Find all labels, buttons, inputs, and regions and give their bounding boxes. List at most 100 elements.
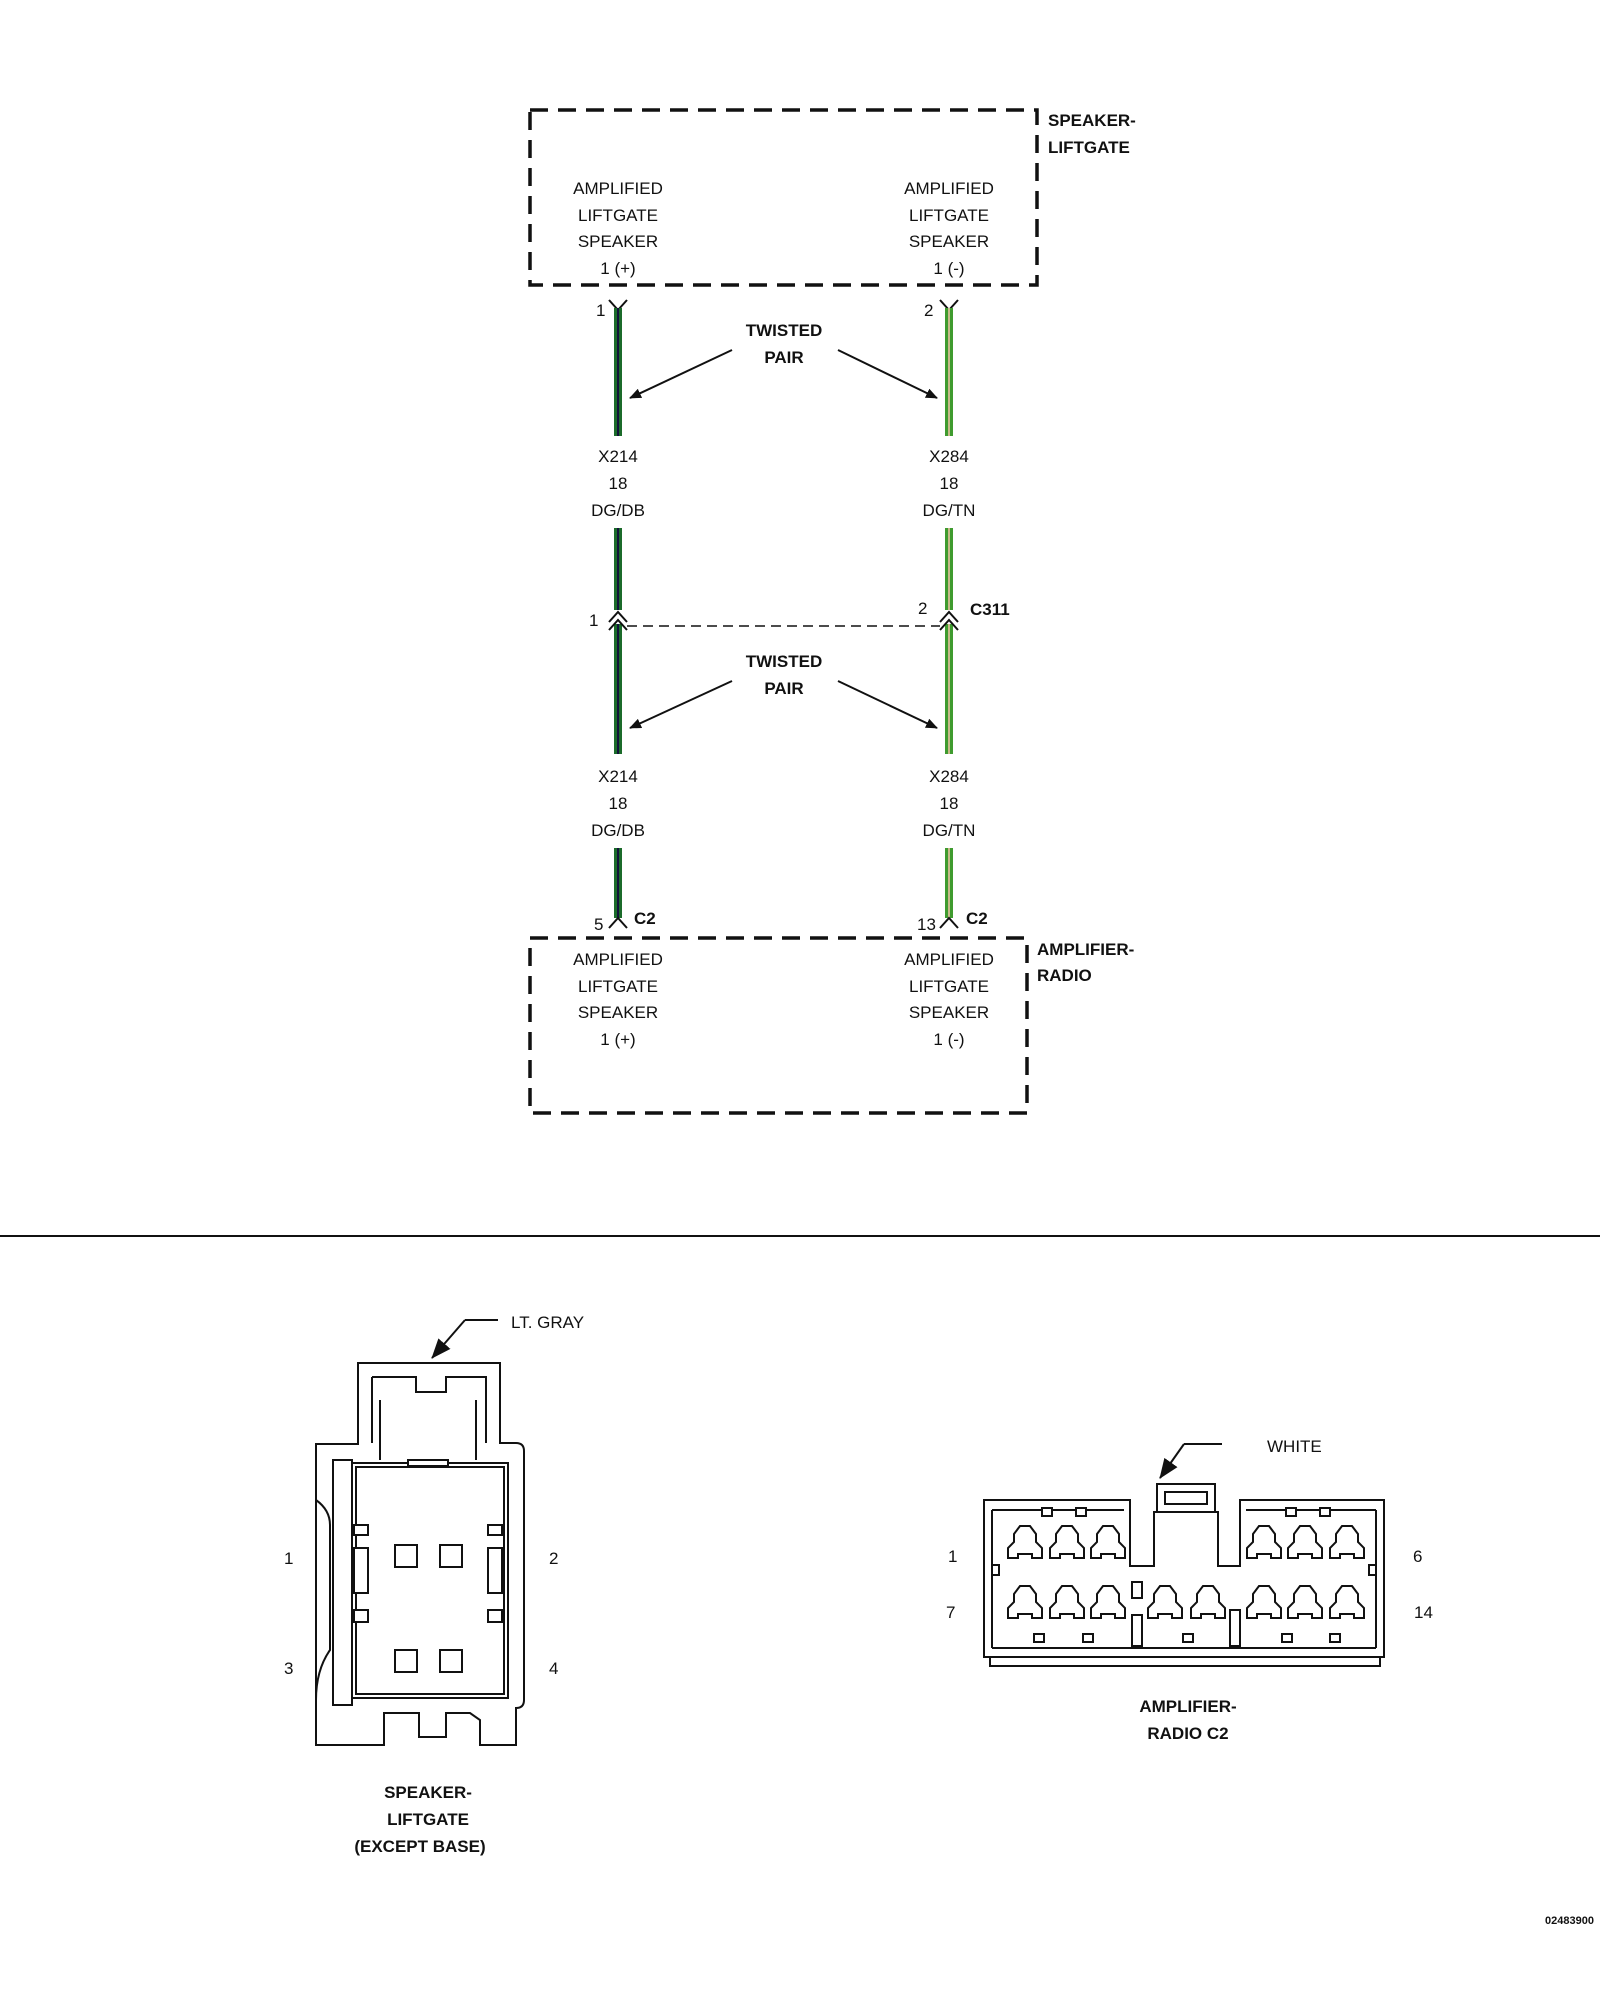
wire-x214-lower-gauge: 18 — [609, 794, 628, 813]
amp-view-title-2: RADIO C2 — [1147, 1724, 1228, 1743]
speaker-minus-line-4: 1 (-) — [933, 259, 964, 278]
amp-plus-line-3: SPEAKER — [578, 1003, 658, 1022]
amp-tab-top-4 — [1319, 1507, 1331, 1517]
amp-tab-mid-2 — [1229, 1609, 1241, 1647]
figure-id: 02483900 — [1545, 1915, 1594, 1927]
amp-view-pin-6: 6 — [1413, 1547, 1422, 1566]
connector-c311: 1 2 C311 — [589, 599, 1010, 631]
speaker-connector-left-latch — [315, 1444, 331, 1701]
speaker-terminal-cavity-4 — [439, 1649, 463, 1673]
twisted-pair-upper-line-2: PAIR — [764, 348, 803, 367]
amp-cavity-14 — [1329, 1585, 1365, 1619]
amplifier-radio-label-2: RADIO — [1037, 966, 1092, 985]
amp-pin-5-number: 5 — [594, 915, 603, 934]
amp-cavity-4 — [1246, 1525, 1282, 1559]
speaker-plus-line-1: AMPLIFIED — [573, 179, 663, 198]
speaker-plus-line-3: SPEAKER — [578, 232, 658, 251]
speaker-pin-minus-desc: AMPLIFIED LIFTGATE SPEAKER 1 (-) — [904, 179, 994, 278]
amp-minus-line-2: LIFTGATE — [909, 977, 989, 996]
amp-view-title-1: AMPLIFIER- — [1139, 1697, 1236, 1716]
speaker-minus-line-2: LIFTGATE — [909, 206, 989, 225]
c311-pin-1: 1 — [589, 611, 598, 630]
amp-cavity-5 — [1287, 1525, 1323, 1559]
speaker-connector-cavity-inner — [355, 1466, 505, 1695]
speaker-connector-tab-left-1 — [353, 1524, 369, 1536]
speaker-view-title-1: SPEAKER- — [384, 1783, 472, 1802]
c311-terminal-right-bottom — [939, 618, 959, 631]
amp-plus-line-4: 1 (+) — [600, 1030, 635, 1049]
wire-x284-lower-a-stripe — [948, 624, 950, 754]
speaker-liftgate-label-2: LIFTGATE — [1048, 138, 1130, 157]
speaker-connector-tab-right-2 — [487, 1547, 503, 1594]
amp-plus-line-1: AMPLIFIED — [573, 950, 663, 969]
wire-x284-lower — [945, 624, 953, 918]
speaker-liftgate-component: SPEAKER- LIFTGATE AMPLIFIED LIFTGATE SPE… — [528, 108, 1136, 287]
speaker-connector-tab-right-3 — [487, 1609, 503, 1623]
lt-gray-callout-text: LT. GRAY — [511, 1313, 584, 1332]
amp-tab-mid-1 — [1131, 1581, 1143, 1599]
amp-minus-line-3: SPEAKER — [909, 1003, 989, 1022]
speaker-terminal-cavity-3 — [394, 1649, 418, 1673]
amp-view-pin-1: 1 — [948, 1547, 957, 1566]
speaker-pin-plus-desc: AMPLIFIED LIFTGATE SPEAKER 1 (+) — [573, 179, 663, 278]
amp-cavity-12 — [1246, 1585, 1282, 1619]
amp-terminal-right — [939, 916, 959, 929]
speaker-view-pin-1: 1 — [284, 1549, 293, 1568]
speaker-connector-left-rail — [332, 1459, 353, 1706]
twisted-pair-upper-arrow-right — [837, 349, 938, 399]
wire-x214-lower-color: DG/DB — [591, 821, 645, 840]
amplifier-radio-component: AMPLIFIER- RADIO AMPLIFIED LIFTGATE SPEA… — [528, 936, 1134, 1115]
wire-x284-lower-color: DG/TN — [923, 821, 976, 840]
wire-x214-upper — [614, 308, 622, 610]
c311-pin-2: 2 — [918, 599, 927, 618]
amp-tab-bottom-3 — [1182, 1633, 1194, 1643]
wire-x214-lower — [614, 624, 622, 918]
speaker-pin-2-number: 2 — [924, 301, 933, 320]
speaker-pin-1-number: 1 — [596, 301, 605, 320]
amp-cavity-3 — [1090, 1525, 1126, 1559]
amp-cavity-8 — [1049, 1585, 1085, 1619]
speaker-connector-tab-right-1 — [487, 1524, 503, 1536]
wire-x214-upper-circuit: X214 — [598, 447, 638, 466]
amp-cavity-6 — [1329, 1525, 1365, 1559]
amp-tab-top-2 — [1075, 1507, 1087, 1517]
amp-view-title: AMPLIFIER- RADIO C2 — [1139, 1697, 1236, 1743]
amp-connector-base-rail — [989, 1656, 1381, 1667]
amp-minus-line-1: AMPLIFIED — [904, 950, 994, 969]
speaker-connector-top-key-outline — [372, 1376, 487, 1443]
c311-terminal-left-bottom — [608, 618, 628, 631]
amp-minus-line-4: 1 (-) — [933, 1030, 964, 1049]
wire-x214-upper-a-stripe — [617, 308, 619, 436]
wire-x284-upper-gauge: 18 — [940, 474, 959, 493]
speaker-minus-line-1: AMPLIFIED — [904, 179, 994, 198]
speaker-connector-top-slot — [407, 1459, 449, 1467]
amp-pin-plus-desc: AMPLIFIED LIFTGATE SPEAKER 1 (+) — [573, 950, 663, 1049]
wire-x284-upper-label: X284 18 DG/TN — [923, 447, 976, 520]
wire-x214-lower-b-stripe — [617, 848, 619, 918]
speaker-liftgate-label-1: SPEAKER- — [1048, 111, 1136, 130]
wire-x284-upper-circuit: X284 — [929, 447, 969, 466]
speaker-view-title-3: (EXCEPT BASE) — [354, 1837, 485, 1856]
amp-cavity-2 — [1049, 1525, 1085, 1559]
amp-tab-bottom-4 — [1281, 1633, 1293, 1643]
wire-x214-upper-gauge: 18 — [609, 474, 628, 493]
twisted-pair-upper-arrow-left — [629, 349, 733, 399]
speaker-connector-cavity-body — [351, 1462, 509, 1699]
amp-pin-13-number: 13 — [917, 915, 936, 934]
amp-conn-c2-left: C2 — [634, 909, 656, 928]
amplifier-radio-c2-connector-view: WHITE 1 6 7 14 AM — [946, 1437, 1433, 1743]
amp-view-pin-14: 14 — [1414, 1603, 1433, 1622]
white-callout-arrow — [1159, 1443, 1185, 1479]
wire-x214-lower-a-stripe — [617, 624, 619, 754]
speaker-connector-tab-left-2 — [353, 1547, 369, 1594]
c311-terminal-left-top — [608, 610, 628, 623]
wire-x284-upper — [945, 308, 953, 610]
amp-cavity-1 — [1007, 1525, 1043, 1559]
wire-x284-lower-b-stripe — [948, 848, 950, 918]
speaker-view-pin-4: 4 — [549, 1659, 558, 1678]
wire-x214-upper-color: DG/DB — [591, 501, 645, 520]
twisted-pair-upper-line-1: TWISTED — [746, 321, 823, 340]
wire-x284-lower-label: X284 18 DG/TN — [923, 767, 976, 840]
amp-connector-outer-body — [983, 1499, 1385, 1658]
